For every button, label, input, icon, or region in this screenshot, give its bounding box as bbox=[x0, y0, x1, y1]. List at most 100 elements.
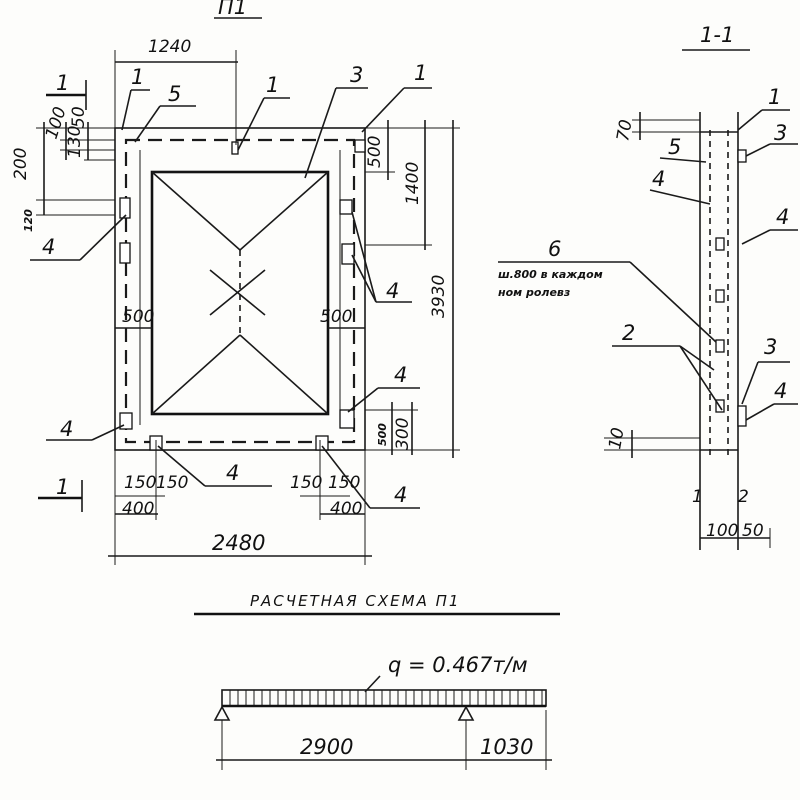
leader bbox=[347, 387, 379, 413]
leader bbox=[237, 97, 265, 151]
dim-500-right: 500 bbox=[320, 307, 352, 327]
leader bbox=[79, 214, 127, 261]
section-plate bbox=[715, 339, 725, 353]
calc-scheme-title: РАСЧЕТНАЯ СХЕМА П1 bbox=[250, 592, 460, 610]
panel-outline bbox=[114, 127, 366, 451]
dim-70: 70 bbox=[613, 118, 636, 143]
leader bbox=[351, 254, 377, 303]
span-cantilever: 1030 bbox=[480, 735, 533, 759]
dim-2480: 2480 bbox=[212, 531, 265, 555]
leader bbox=[737, 109, 763, 131]
section-bottom-mark-1: 1 bbox=[692, 487, 703, 507]
callout-4-left-top: 4 bbox=[42, 235, 55, 259]
section-callout-5: 5 bbox=[668, 135, 681, 159]
leader bbox=[679, 345, 723, 411]
reinforcement-outline bbox=[124, 138, 356, 444]
leader bbox=[121, 89, 132, 131]
dim-50-section: 50 bbox=[742, 521, 764, 541]
section-plate bbox=[737, 405, 747, 427]
dim-500-left: 500 bbox=[122, 307, 154, 327]
diag-tr bbox=[239, 171, 329, 251]
embedded-plate bbox=[119, 197, 131, 219]
dim-150-d: 150 bbox=[328, 473, 360, 493]
dim-100-section: 100 bbox=[706, 521, 738, 541]
distributed-load bbox=[221, 689, 547, 707]
diag-tl bbox=[151, 171, 241, 251]
section-callout-3-low: 3 bbox=[764, 335, 777, 359]
callout-4-left-low: 4 bbox=[60, 417, 73, 441]
load-label: q = 0.467т/м bbox=[388, 653, 528, 677]
callout-4-right-low: 4 bbox=[394, 363, 407, 387]
dim-200: 200 bbox=[11, 148, 31, 180]
dim-50: 50 bbox=[69, 106, 89, 128]
callout-4-bottom-right: 4 bbox=[394, 483, 407, 507]
section-note-line1: ш.800 в каждом bbox=[498, 268, 603, 281]
section-callout-6: 6 bbox=[548, 237, 561, 261]
dim-3930: 3930 bbox=[429, 275, 449, 318]
embedded-plate bbox=[315, 435, 329, 451]
leader bbox=[134, 105, 161, 143]
dim-150-a: 150 bbox=[124, 473, 156, 493]
diag-bl bbox=[151, 334, 241, 415]
embedded-plate bbox=[354, 139, 366, 153]
callout-5: 5 bbox=[168, 82, 181, 106]
section-callout-4-b: 4 bbox=[776, 205, 789, 229]
dim-500-bottom: 500 bbox=[376, 423, 389, 446]
leader bbox=[745, 403, 775, 421]
section-callout-3-top: 3 bbox=[774, 121, 787, 145]
dim-130: 130 bbox=[65, 126, 85, 158]
leader bbox=[351, 211, 377, 303]
section-note-line2: ном ролевз bbox=[498, 286, 570, 299]
leader bbox=[649, 189, 711, 205]
embedded-plate bbox=[341, 243, 355, 265]
support-left bbox=[213, 705, 231, 721]
leader bbox=[157, 445, 206, 487]
section-callout-4-low: 4 bbox=[774, 379, 787, 403]
embedded-plate bbox=[339, 199, 353, 215]
section-title: 1-1 bbox=[700, 23, 734, 47]
dim-120: 120 bbox=[22, 209, 35, 232]
support-right bbox=[457, 705, 475, 721]
section-mark-bottom: 1 bbox=[56, 475, 69, 499]
opening-frame bbox=[150, 170, 330, 416]
callout-1-b: 1 bbox=[266, 73, 279, 97]
leader bbox=[629, 261, 717, 343]
dim-1240: 1240 bbox=[148, 37, 191, 57]
leader bbox=[745, 143, 771, 157]
section-bottom-mark-2: 2 bbox=[738, 487, 749, 507]
callout-4-bottom-mid: 4 bbox=[226, 461, 239, 485]
embedded-plate bbox=[119, 242, 131, 264]
leader bbox=[659, 157, 707, 163]
callout-1-a: 1 bbox=[131, 65, 144, 89]
leader bbox=[741, 229, 771, 245]
section-callout-1-top: 1 bbox=[768, 85, 781, 109]
leader bbox=[679, 345, 715, 371]
dim-300: 300 bbox=[393, 418, 413, 450]
dim-150-b: 150 bbox=[156, 473, 188, 493]
span-main: 2900 bbox=[300, 735, 353, 759]
load-hatch bbox=[229, 690, 543, 706]
diag-br bbox=[239, 334, 329, 415]
callout-4-right-mid: 4 bbox=[386, 279, 399, 303]
dim-400-right: 400 bbox=[330, 499, 362, 519]
leader bbox=[91, 424, 125, 441]
lifting-loop bbox=[231, 141, 239, 155]
section-plate bbox=[737, 149, 747, 163]
embedded-plate bbox=[339, 409, 355, 429]
leader bbox=[741, 361, 759, 405]
callout-1-c: 1 bbox=[414, 61, 427, 85]
section-mark-top: 1 bbox=[56, 71, 69, 95]
dim-1400: 1400 bbox=[403, 162, 423, 205]
leader bbox=[361, 87, 405, 133]
dim-150-c: 150 bbox=[290, 473, 322, 493]
dim-400-left: 400 bbox=[122, 499, 154, 519]
section-callout-4-a: 4 bbox=[652, 167, 665, 191]
section-plate bbox=[715, 289, 725, 303]
leader bbox=[321, 445, 371, 509]
dim-500-top: 500 bbox=[365, 136, 385, 168]
callout-3: 3 bbox=[350, 63, 363, 87]
sheet-label: П1 bbox=[218, 0, 247, 19]
dim-10: 10 bbox=[605, 426, 628, 451]
